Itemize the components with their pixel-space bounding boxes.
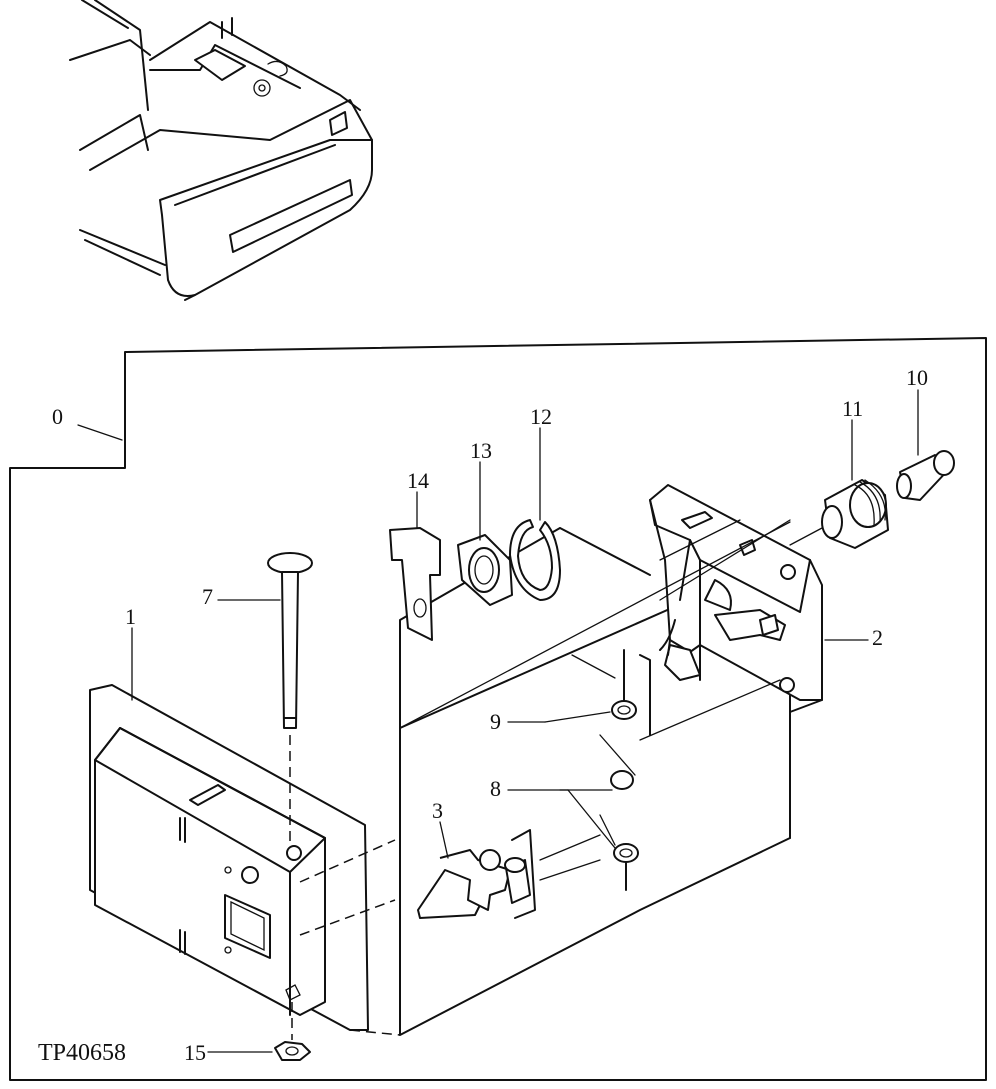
callout-leaders xyxy=(77,389,919,1053)
part-12-snap-ring xyxy=(509,519,561,601)
part-10-pin xyxy=(896,450,955,501)
callout-7: 7 xyxy=(202,584,213,609)
callout-11: 11 xyxy=(842,396,863,421)
parts-group-boundary xyxy=(9,337,987,1081)
figure-id: TP40658 xyxy=(38,1040,126,1066)
part-1-console-box xyxy=(89,684,369,1031)
callout-8: 8 xyxy=(490,776,501,801)
part-9-torsion-spring xyxy=(544,649,651,736)
part-7-carriage-bolt xyxy=(267,552,313,1040)
part-15-lock-nut xyxy=(274,1041,311,1061)
callout-15: 15 xyxy=(184,1040,206,1065)
callout-2: 2 xyxy=(872,625,883,650)
callout-12: 12 xyxy=(530,404,552,429)
sub-assembly-outline xyxy=(399,599,791,1036)
callout-1: 1 xyxy=(125,604,136,629)
callout-0: 0 xyxy=(52,404,63,429)
callout-9: 9 xyxy=(490,709,501,734)
part-13-hex-nut xyxy=(457,534,513,606)
location-inset-view xyxy=(69,0,373,301)
part-8-spring xyxy=(559,734,639,891)
part-2-latch-bracket xyxy=(399,484,823,839)
callout-14: 14 xyxy=(407,468,429,493)
part-3-latch-cam xyxy=(417,829,601,919)
part-11-threaded-bushing xyxy=(789,479,889,549)
part-14-tab-plate xyxy=(389,527,441,641)
callout-10: 10 xyxy=(906,365,928,390)
callout-13: 13 xyxy=(470,438,492,463)
callout-3: 3 xyxy=(432,798,443,823)
